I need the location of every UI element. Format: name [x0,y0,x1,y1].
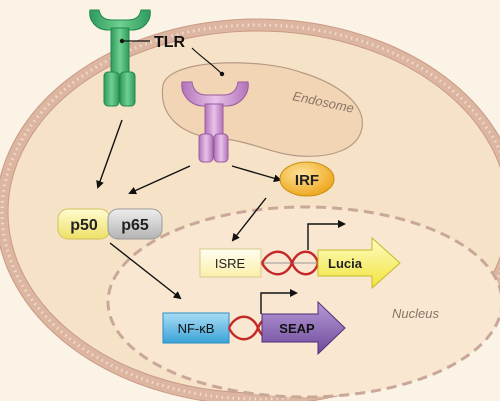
isre-dna-loop [260,250,320,276]
tlr-callout: TLR [119,34,225,77]
tlr-label: TLR [154,34,186,51]
irf-label: IRF [295,172,319,189]
nfkb-box [162,312,230,344]
lucia-label: Lucia [328,256,363,271]
nfkb-dimer: p50 p65 [57,208,163,240]
seap-label: SEAP [279,321,315,336]
p50-label: p50 [70,217,98,234]
arrow-endosomal-to-irf [231,165,282,183]
p65-label: p65 [121,217,149,234]
seap-arrow [261,300,346,356]
isre-lucia-reporter: ISRE Lucia [199,220,401,290]
lucia-promoter-arrow [307,220,346,250]
irf-node: IRF [279,161,335,197]
arrow-irf-to-isre [231,197,267,242]
isre-label: ISRE [215,256,246,271]
lucia-arrow [317,236,401,290]
seap-promoter-arrow [260,289,298,314]
signal-arrows [96,119,282,300]
nucleus [106,205,500,399]
arrow-tlr-to-p50 [96,119,123,189]
endosomal-tlr-receptor [181,81,249,163]
surface-tlr-receptor [89,9,151,107]
p65-box [107,208,163,240]
nucleus-label: Nucleus [392,306,439,321]
isre-box [199,248,262,278]
nfkb-seap-reporter: NF-κB SEAP [162,289,346,356]
nfkb-label: NF-κB [178,321,215,336]
arrow-nfkb-dimer-to-nfkb [109,242,182,300]
arrow-endosomal-to-p65 [128,165,191,195]
